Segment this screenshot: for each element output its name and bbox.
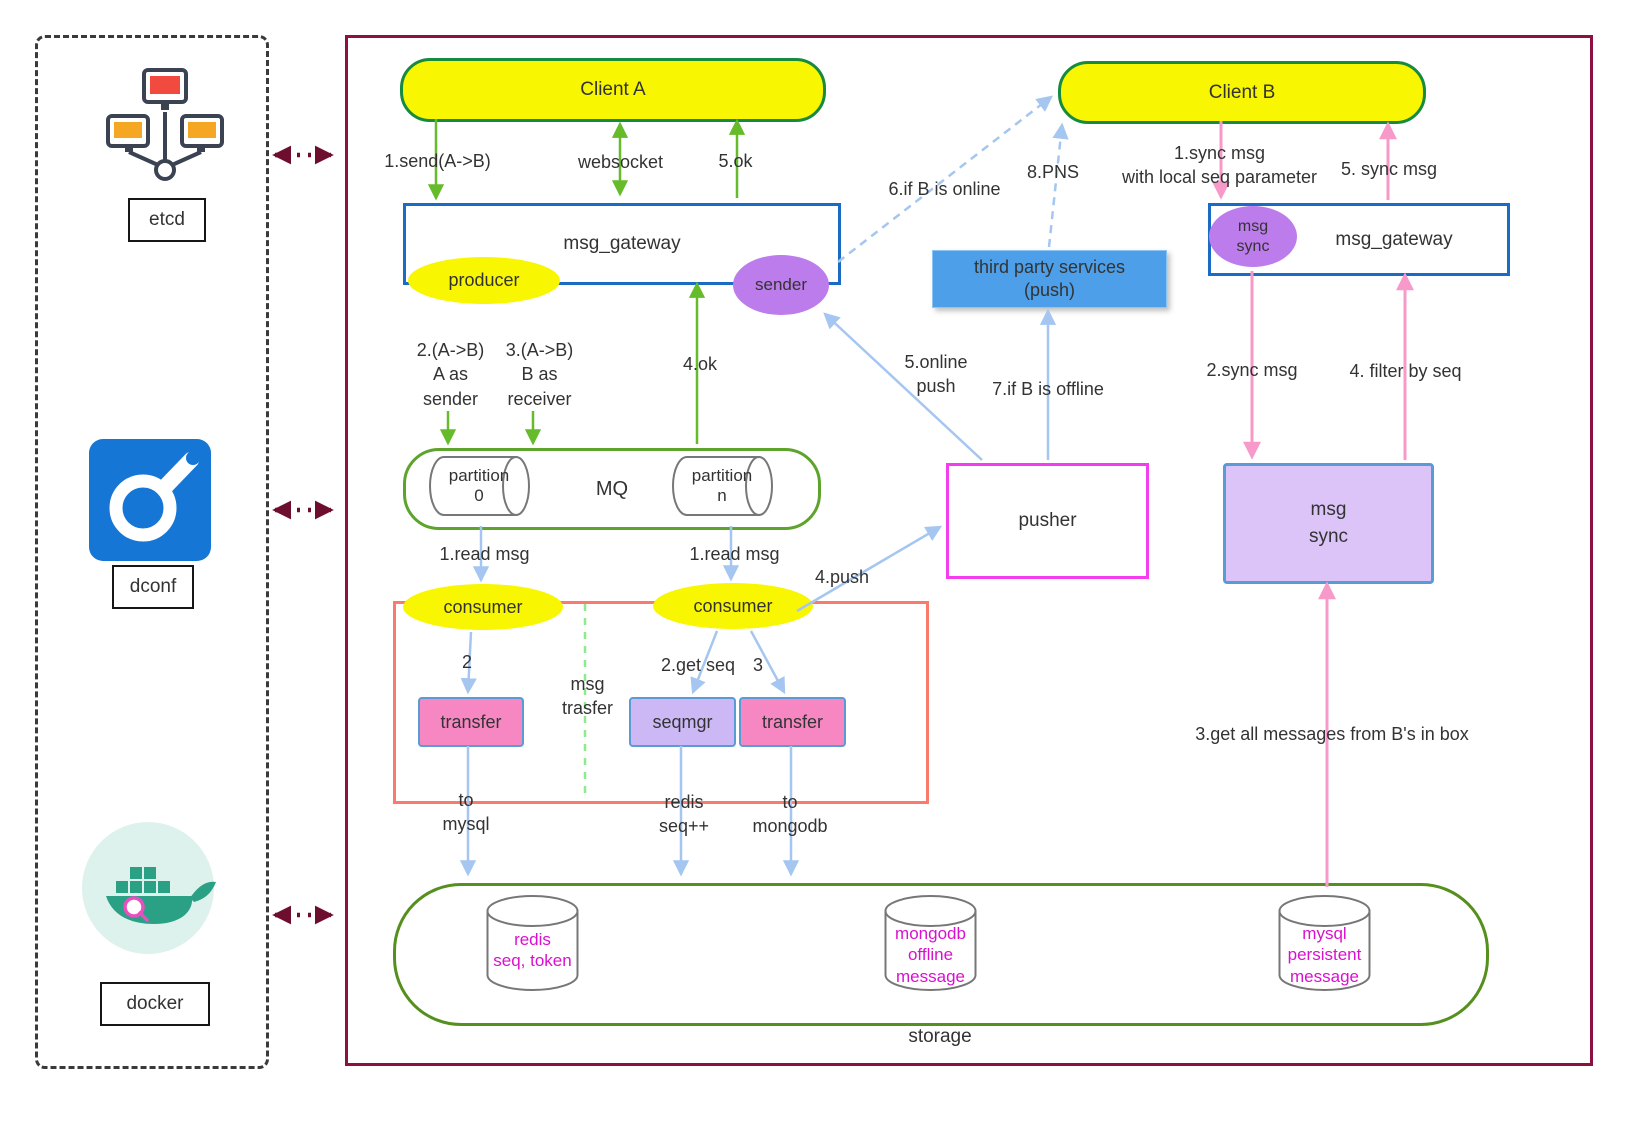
client-a-text: Client A — [580, 79, 646, 100]
partition-0-node: partition 0 — [424, 453, 534, 519]
main-system-panel — [345, 35, 1593, 1066]
transfer-1-text: transfer — [440, 711, 502, 732]
label-push-4: 4.push — [814, 567, 870, 587]
partition-0-cylinder — [429, 456, 530, 516]
mysql-text: mysql persistent message — [1287, 924, 1362, 986]
transfer-1-node: transfer — [418, 697, 524, 747]
label-ok-4: 4.ok — [682, 354, 718, 374]
dconf-label-text: dconf — [129, 576, 177, 597]
msg-sync-box-node: msg sync — [1223, 463, 1434, 584]
consumer-2-node: consumer — [653, 583, 813, 629]
msg-sync-ellipse-text: msg sync — [1236, 218, 1270, 255]
client-a-node: Client A — [400, 58, 826, 122]
label-if-b-online: 6.if B is online — [888, 179, 1001, 199]
label-online-push: 5.online push — [904, 352, 968, 397]
partition-n-text: partition n — [691, 465, 753, 505]
label-sync-msg-1: 1.sync msg with local seq parameter — [1121, 143, 1318, 188]
label-websocket: websocket — [577, 152, 664, 172]
mongodb-cylinder — [884, 895, 977, 991]
label-read-msg-left: 1.read msg — [439, 544, 530, 564]
pusher-node: pusher — [946, 463, 1149, 579]
docker-label: docker — [100, 982, 210, 1026]
storage-label: storage — [908, 1026, 972, 1047]
label-pns: 8.PNS — [1026, 162, 1080, 182]
label-to-mongodb: to mongodb — [752, 792, 828, 837]
client-b-text: Client B — [1208, 81, 1276, 103]
sender-node: sender — [733, 255, 829, 315]
redis-cylinder — [486, 895, 579, 991]
producer-text: producer — [448, 270, 520, 290]
label-redis-seq: redis seq++ — [658, 792, 710, 837]
msg-gateway-a-text: msg_gateway — [563, 233, 681, 254]
client-b-node: Client B — [1058, 61, 1426, 124]
label-get-seq: 2.get seq — [660, 655, 736, 675]
consumer-1-text: consumer — [443, 596, 523, 617]
msg-trasfer-label: msg trasfer — [561, 674, 613, 719]
sender-text: sender — [755, 274, 807, 294]
docker-icon — [82, 822, 216, 954]
label-filter-by-seq: 4. filter by seq — [1349, 361, 1462, 381]
label-step-3: 3 — [752, 655, 763, 675]
label-a-as-sender: 2.(A->B) A as sender — [416, 340, 485, 409]
label-step-2: 2 — [461, 652, 472, 672]
third-party-services-text: third party services (push) — [973, 256, 1126, 300]
etcd-icon — [106, 68, 224, 181]
label-ok-5: 5.ok — [718, 151, 753, 171]
pusher-text: pusher — [1018, 510, 1077, 531]
msg-gateway-b-text: msg_gateway — [1335, 228, 1453, 250]
label-send-ab: 1.send(A->B) — [384, 151, 491, 171]
dconf-label: dconf — [112, 565, 194, 609]
external-services-panel — [35, 35, 269, 1069]
label-if-b-offline: 7.if B is offline — [992, 379, 1104, 399]
transfer-2-node: transfer — [739, 697, 846, 747]
mongodb-db-node: mongodb offline message — [877, 891, 984, 1011]
seqmgr-text: seqmgr — [652, 711, 713, 732]
partition-0-text: partition 0 — [448, 465, 510, 505]
transfer-2-text: transfer — [761, 711, 824, 732]
redis-db-node: redis seq, token — [479, 891, 586, 1011]
label-sync-msg-5: 5. sync msg — [1340, 159, 1438, 179]
mysql-db-node: mysql persistent message — [1271, 891, 1378, 1011]
mongodb-text: mongodb offline message — [895, 924, 966, 986]
consumer-2-text: consumer — [693, 595, 773, 616]
dconf-icon — [89, 439, 211, 561]
msg-sync-box-text: msg sync — [1308, 498, 1349, 547]
label-b-as-receiver: 3.(A->B) B as receiver — [505, 340, 574, 409]
docker-label-text: docker — [126, 993, 184, 1014]
mysql-cylinder — [1278, 895, 1371, 991]
mq-text: MQ — [595, 477, 629, 500]
label-sync-msg-2: 2.sync msg — [1206, 360, 1298, 380]
label-read-msg-right: 1.read msg — [689, 544, 780, 564]
producer-node: producer — [408, 257, 560, 304]
partition-n-node: partition n — [667, 453, 777, 519]
etcd-label: etcd — [128, 198, 206, 242]
seqmgr-node: seqmgr — [629, 697, 736, 747]
third-party-services-node: third party services (push) — [932, 250, 1167, 308]
partition-n-cylinder — [672, 456, 773, 516]
label-get-all-messages: 3.get all messages from B's in box — [1195, 724, 1469, 744]
label-to-mysql: to mysql — [442, 790, 490, 835]
consumer-1-node: consumer — [403, 584, 563, 630]
redis-text: redis seq, token — [493, 930, 572, 971]
etcd-label-text: etcd — [149, 209, 185, 230]
msg-sync-ellipse: msg sync — [1209, 206, 1297, 267]
